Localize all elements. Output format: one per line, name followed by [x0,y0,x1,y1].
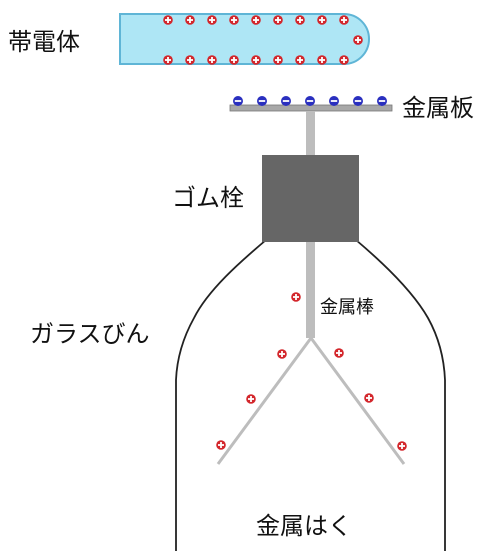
charged-body-label: 帯電体 [8,28,80,56]
charged-body [119,13,370,65]
metal-rod-label: 金属棒 [320,297,374,318]
glass-bottle [175,239,446,551]
rubber-stopper [262,155,359,242]
foil-charges [216,348,407,451]
rod-charges [291,292,301,302]
metal-plate-charges [233,96,387,106]
rubber-stopper-label: ゴム栓 [172,184,244,212]
glass-bottle-label: ガラスびん [30,320,150,348]
metal-plate [229,104,393,112]
metal-foil [216,337,406,465]
metal-plate-label: 金属板 [402,94,474,122]
metal-foil-label: 金属はく [256,512,352,540]
